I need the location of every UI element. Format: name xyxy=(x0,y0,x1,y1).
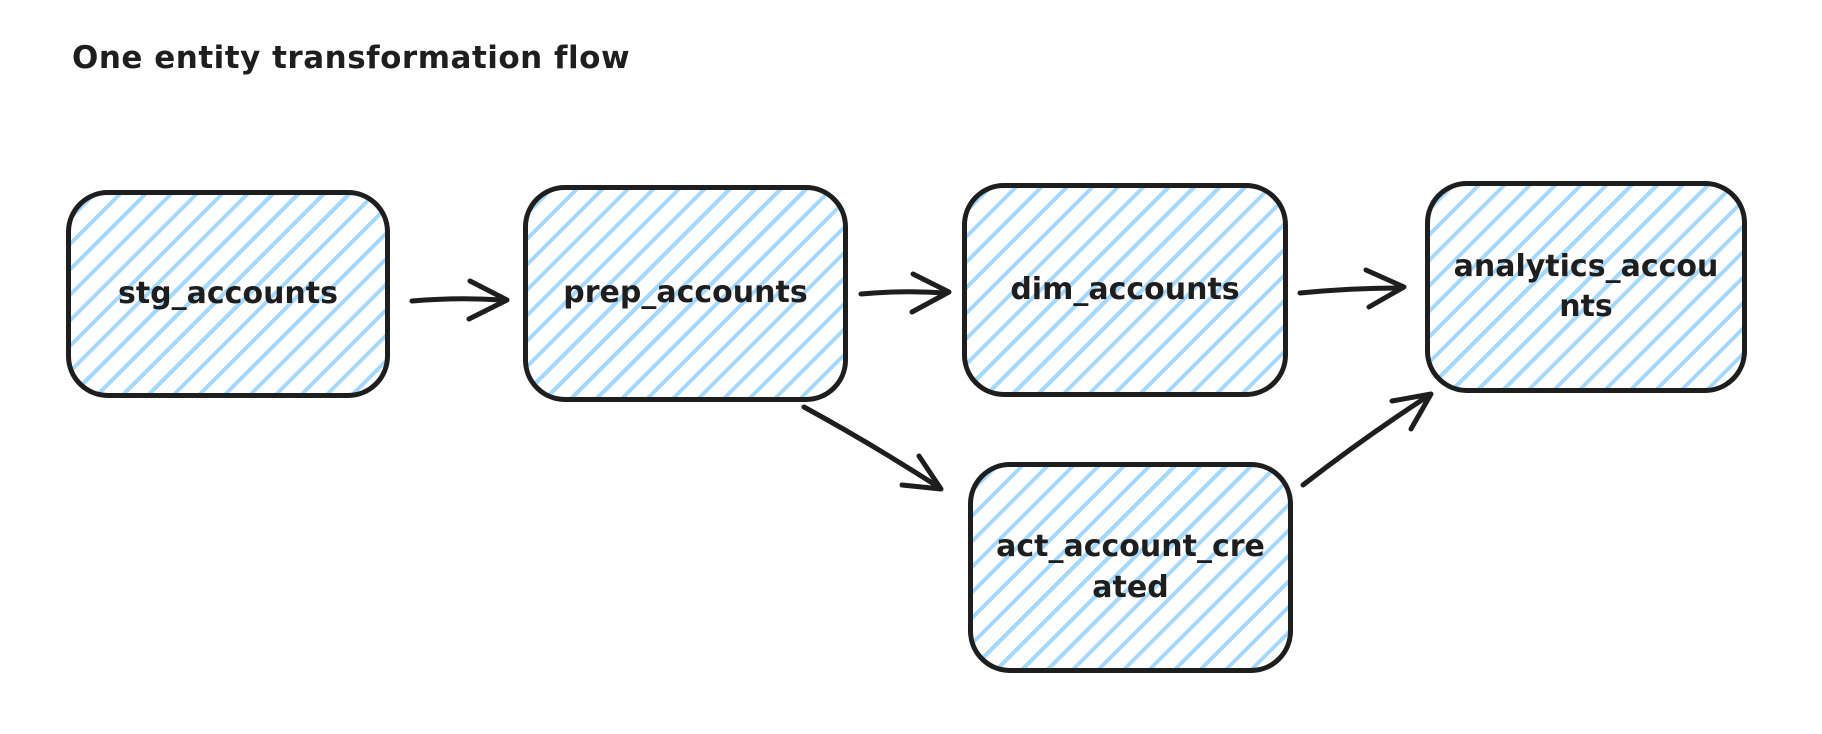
arrow-prep-to-act xyxy=(801,404,944,492)
node-dim-accounts: dim_accounts xyxy=(962,183,1288,397)
node-analytics-accounts-label: analytics_accounts xyxy=(1453,248,1719,325)
node-stg-accounts-label: stg_accounts xyxy=(117,275,338,311)
diagram-title: One entity transformation flow xyxy=(72,40,631,76)
arrow-act-to-analytics xyxy=(1300,391,1434,488)
arrow-dim-to-analytics xyxy=(1297,267,1407,310)
node-prep-accounts: prep_accounts xyxy=(523,185,848,402)
node-analytics-accounts: analytics_accounts xyxy=(1425,181,1747,393)
node-stg-accounts: stg_accounts xyxy=(66,190,390,398)
arrow-prep-to-dim xyxy=(858,271,952,315)
node-dim-accounts-label: dim_accounts xyxy=(1010,271,1240,307)
node-prep-accounts-label: prep_accounts xyxy=(563,275,808,311)
node-act-account-created-label: act_account_created xyxy=(996,529,1265,605)
node-act-account-created: act_account_created xyxy=(968,462,1293,673)
arrow-stg-to-prep xyxy=(409,278,510,322)
